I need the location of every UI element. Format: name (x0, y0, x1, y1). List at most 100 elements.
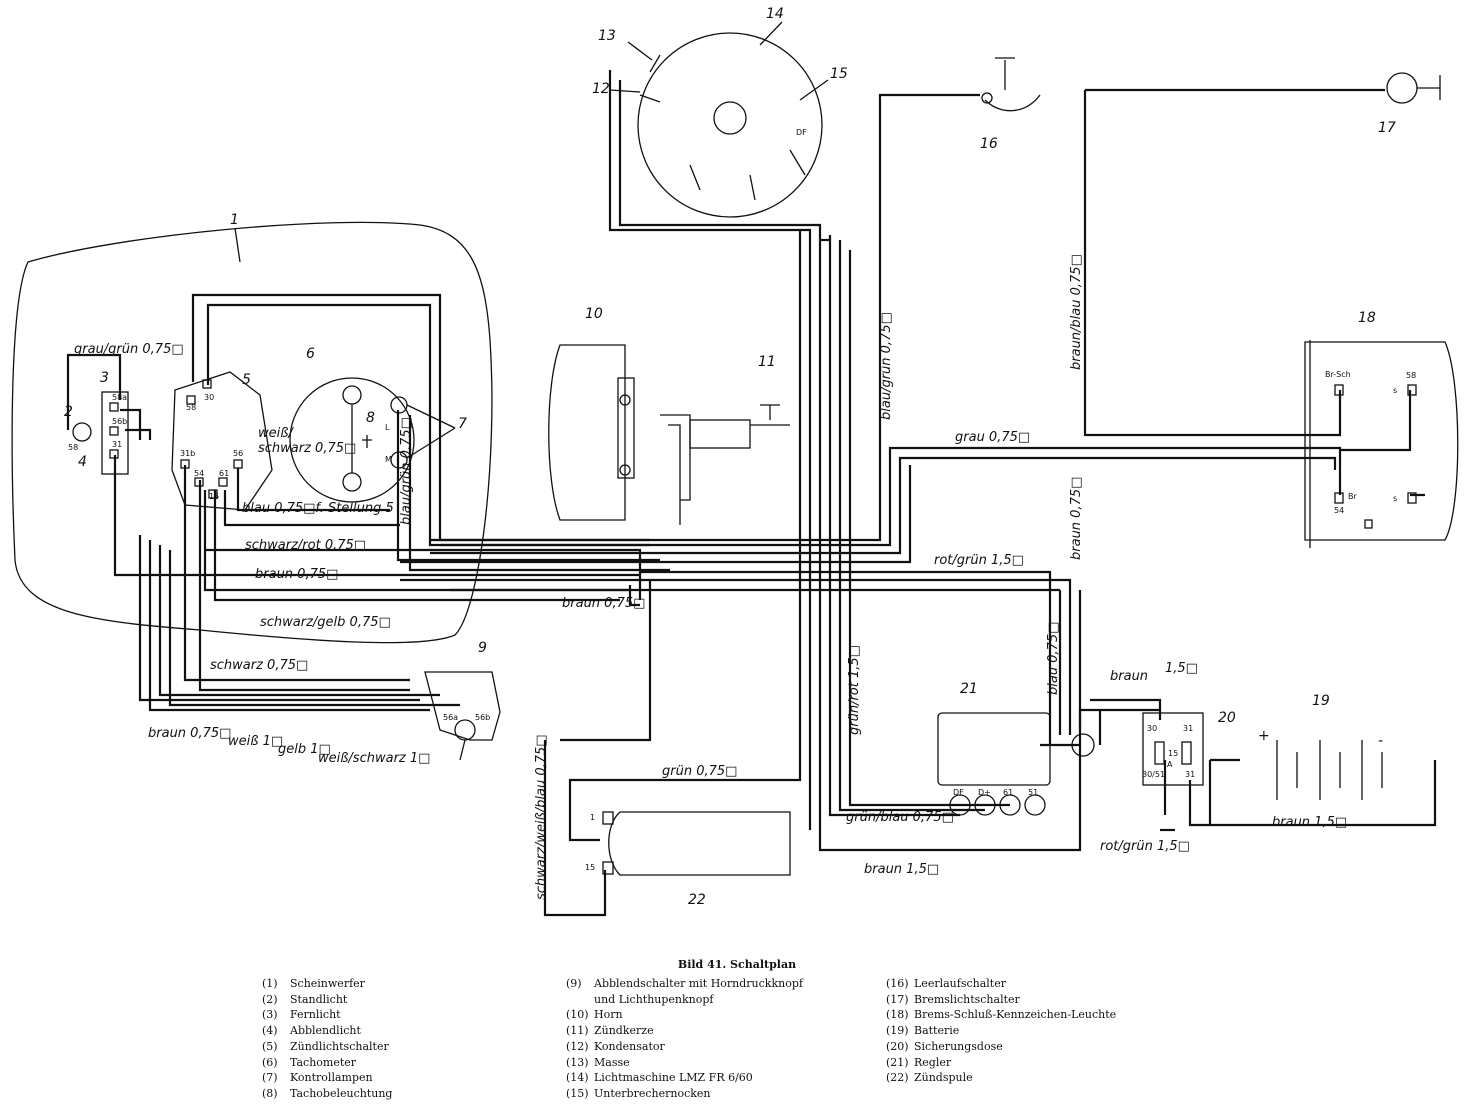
legend-number: (1) (262, 977, 278, 990)
legend-text: Zündspule (914, 1071, 973, 1085)
term-L: L (385, 423, 390, 432)
legend-item: (4)Abblendlicht (262, 1023, 392, 1039)
wire-label-schwarz-gelb: schwarz/gelb 0,75□ (260, 615, 391, 630)
legend-text: Brems-Schluß-Kennzeichen-Leuchte (914, 1008, 1117, 1022)
legend-text: Regler (914, 1055, 952, 1069)
legend-text: Leerlaufschalter (914, 977, 1006, 990)
legend-text: Standlicht (290, 992, 348, 1006)
legend-number: (7) (262, 1071, 278, 1085)
legend-number: (16) (886, 977, 909, 990)
legend-text: Lichtmaschine LMZ FR 6/60 (594, 1071, 753, 1085)
term-31b: 31b (180, 449, 195, 458)
legend-text: Unterbrechernocken (594, 1086, 711, 1100)
wire-label-braun-075c: braun 0,75□ (148, 726, 231, 741)
term-M: M (385, 455, 392, 464)
term-31r: 31 (1183, 724, 1193, 733)
term-Dplus: D+ (978, 788, 991, 797)
legend-item: (13)Masse (566, 1055, 803, 1071)
term-s2: s (1393, 494, 1397, 503)
wire-label-gruen-rot-15: grün/rot 1,5□ (847, 645, 862, 735)
label-20: 20 (1218, 710, 1236, 726)
legend-number: (15) (566, 1086, 589, 1100)
brake-light-switch (1386, 72, 1418, 104)
legend-text: Horn (594, 1008, 623, 1022)
label-19: 19 (1312, 693, 1330, 709)
term-30-51: 30/51 (1142, 770, 1165, 779)
legend-item: (10)Horn (566, 1007, 803, 1023)
control-lamp-M (390, 451, 408, 469)
figure-caption: Bild 41. Schaltplan (677, 958, 797, 971)
label-11: 11 (758, 354, 776, 370)
wiring-diagram: 2 58 3 4 58a 56b 31 5 30 58 31b 54 61 56… (11, 6, 1459, 917)
term-DF: DF (796, 128, 807, 137)
wire-label-blau-075-v: blau 0,75□ (1046, 622, 1061, 695)
term-56b: 56b (112, 417, 127, 426)
term-DF2: DF (953, 788, 964, 797)
label-15: 15 (830, 66, 848, 82)
label-12: 12 (592, 81, 610, 97)
legend-column-1: (1)Scheinwerfer(2)Standlicht(3)Fernlicht… (262, 976, 392, 1102)
legend-number: (21) (886, 1055, 909, 1069)
legend-item: (17) Bremslichtschalter (886, 992, 1116, 1008)
term-A: A (1167, 760, 1173, 769)
term-58r: 58 (1406, 371, 1416, 380)
wire-label-rot-gruen-15: rot/grün 1,5□ (934, 553, 1024, 568)
legend-text: Zündlichtschalter (290, 1039, 389, 1053)
legend-number: (2) (262, 992, 278, 1006)
legend-item: (1) Scheinwerfer (262, 976, 392, 992)
legend-item: (8)Tachobeleuchtung (262, 1086, 392, 1102)
rear-lamp (1304, 341, 1459, 541)
term-15: 15 (209, 492, 219, 501)
legend-item: (15) Unterbrechernocken (566, 1086, 803, 1102)
term-54: 54 (194, 469, 204, 478)
wire-label-braun-075-v: braun 0,75□ (1069, 477, 1084, 560)
wire-label-blau-stellung: blau 0,75□f. Stellung 5 (242, 501, 394, 516)
label-17: 17 (1378, 120, 1396, 136)
legend-item: (18)Brems-Schluß-Kennzeichen-Leuchte (886, 1007, 1116, 1023)
legend-text: Tachometer (290, 1055, 357, 1069)
legend-text: Bremslichtschalter (914, 992, 1020, 1006)
neutral-switch (984, 57, 1041, 112)
legend-number: (13) (566, 1055, 589, 1069)
regulator (937, 712, 1051, 786)
fuse-box (1142, 712, 1204, 786)
label-18: 18 (1358, 310, 1376, 326)
term-15c: 15 (585, 863, 595, 872)
term-s: s (1393, 386, 1397, 395)
legend-item: und Lichthupenknopf (566, 992, 803, 1008)
term-56: 56 (233, 449, 243, 458)
battery-minus: - (1378, 733, 1383, 749)
legend-number: (17) (886, 992, 909, 1006)
legend-text: Abblendschalter mit Horndruckknopf (594, 977, 803, 990)
legend-text: Zündkerze (594, 1024, 654, 1038)
term-58b: 58 (186, 403, 196, 412)
term-54r: 54 (1334, 506, 1344, 515)
legend-number: (8) (262, 1086, 278, 1100)
legend-text: Fernlicht (290, 1008, 341, 1022)
ignition-coil (608, 811, 791, 876)
label-10: 10 (585, 306, 603, 322)
wire-label-braun-075b: braun 0,75□ (562, 596, 645, 611)
legend-number: (19) (886, 1024, 909, 1038)
term-31r2: 31 (1185, 770, 1195, 779)
legend-item: (5)Zündlichtschalter (262, 1039, 392, 1055)
term-61r: 61 (1003, 788, 1013, 797)
wire-label-weiss-1: weiß 1□ (228, 734, 283, 749)
wire-label-braun-075: braun 0,75□ (255, 567, 338, 582)
term-15r: 15 (1168, 749, 1178, 758)
legend-item: (14)Lichtmaschine LMZ FR 6/60 (566, 1070, 803, 1086)
wire-label-blau-gruen-075: blau/grün 0,75□ (879, 312, 894, 420)
label-8: 8 (366, 410, 375, 426)
legend-text: Batterie (914, 1024, 960, 1038)
legend-text: Scheinwerfer (290, 977, 365, 990)
legend-column-3: (16) Leerlaufschalter (17) Bremslichtschalt… (886, 976, 1116, 1086)
tachometer (289, 377, 415, 503)
term-1: 1 (590, 813, 595, 822)
legend-text: Kondensator (594, 1039, 665, 1053)
legend-number: (22) (886, 1071, 909, 1085)
standlicht-bulb (72, 422, 92, 442)
term-56a: 56a (443, 713, 458, 722)
label-9: 9 (478, 640, 487, 656)
legend-item: (20)Sicherungsdose (886, 1039, 1116, 1055)
